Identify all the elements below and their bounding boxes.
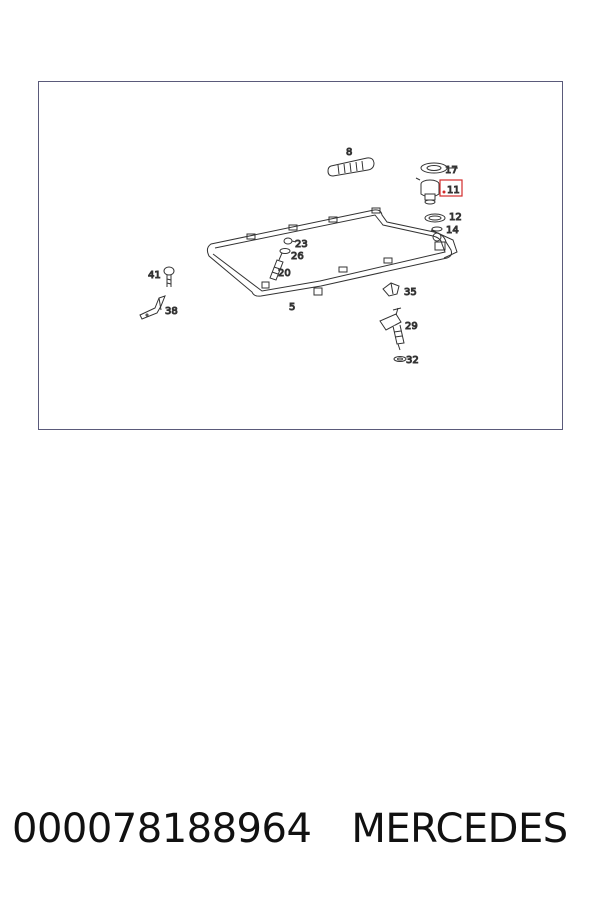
- callout-29: 29: [405, 321, 418, 332]
- callout-26: 26: [291, 251, 304, 262]
- callout-20: 20: [278, 268, 291, 279]
- callout-11: 11: [447, 185, 460, 196]
- callout-11-highlight-box: [439, 179, 463, 197]
- callout-8: 8: [346, 147, 352, 158]
- part-41-bolt: [163, 266, 175, 287]
- callout-14: 14: [446, 225, 459, 236]
- parts-diagram-frame: 8 17 11 12 14: [38, 81, 563, 430]
- part-20-injector: [269, 252, 284, 281]
- part-footer: 000078188964 MERCEDES: [12, 806, 592, 862]
- callout-17: 17: [445, 165, 458, 176]
- part-number: 000078188964: [12, 806, 312, 852]
- part-26-washer: [279, 248, 291, 254]
- callout-32: 32: [406, 355, 419, 366]
- part-38-bracket: [139, 295, 166, 320]
- part-8-cylinder: [327, 157, 375, 177]
- callout-11-pointer: [442, 190, 446, 194]
- callout-23: 23: [295, 239, 308, 250]
- part-12-o-ring: [424, 213, 446, 223]
- part-32-seal: [393, 356, 407, 362]
- part-17-seal: [420, 162, 458, 174]
- callout-38: 38: [165, 306, 178, 317]
- callout-5: 5: [289, 302, 295, 313]
- part-5-fuel-rail: [206, 207, 458, 297]
- callout-12: 12: [449, 212, 462, 223]
- part-35-clip: [382, 282, 400, 297]
- part-23-nut: [283, 237, 297, 245]
- brand-name: MERCEDES: [351, 806, 568, 852]
- part-14-seal: [431, 226, 443, 232]
- fuel-rail-exploded-diagram: 8 17 11 12 14: [139, 147, 463, 367]
- callout-41: 41: [148, 270, 161, 281]
- callout-35: 35: [404, 287, 417, 298]
- part-29-injector: [379, 307, 405, 351]
- part-11-pressure-regulator: [415, 177, 440, 205]
